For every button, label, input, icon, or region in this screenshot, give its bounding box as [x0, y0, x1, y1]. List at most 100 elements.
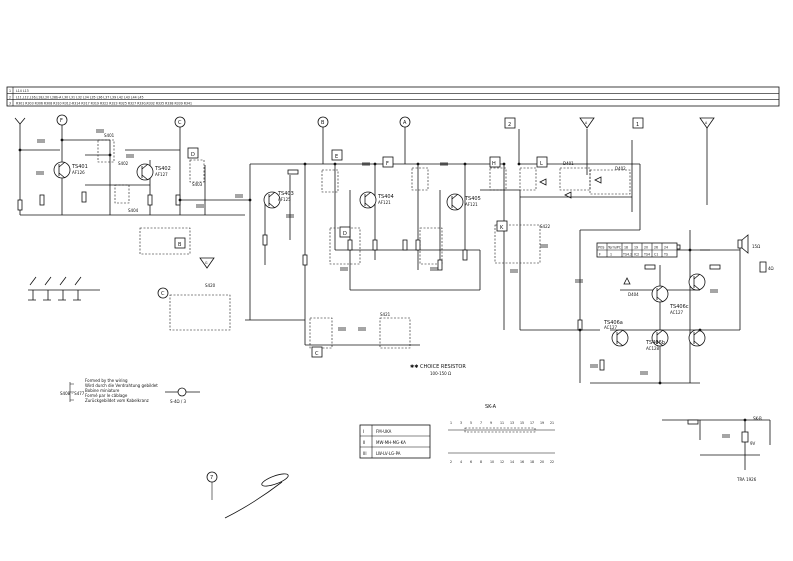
label-s402: S402 — [118, 161, 129, 166]
bt-r0: F — [599, 253, 601, 257]
sw-top-15: 15 — [520, 421, 524, 425]
sw-top-3: 3 — [460, 421, 462, 425]
sk-a-label: SK-A — [485, 404, 497, 410]
node-b-top: B — [321, 120, 325, 126]
component-labels: S401 S402 S403 S404 S420 S421 S422 D401 … — [104, 133, 639, 317]
supply-rail — [250, 129, 641, 330]
bt-r2: TS4.2 — [622, 253, 632, 257]
battery-voltage: 9V — [750, 441, 756, 446]
junctions — [18, 138, 747, 422]
transistor-driver — [688, 273, 706, 291]
sk-b-label: SK-B — [753, 416, 762, 421]
sw-bot-2: 2 — [450, 460, 452, 464]
bt-h4: 20 — [644, 246, 648, 250]
transistor-ts404: TS404 AF121 — [359, 191, 394, 209]
legend-line-1: Formed by the wiring — [85, 378, 128, 383]
sw-bot-14: 14 — [510, 460, 514, 464]
ts403-type: AF125 — [278, 197, 291, 202]
label-d402: D402 — [615, 166, 626, 171]
sw-top-17: 17 — [530, 421, 534, 425]
choice-resistor: CHOICE RESISTOR — [420, 364, 466, 370]
node-a-triangle: A — [585, 121, 588, 125]
sw-bot-18: 18 — [530, 460, 534, 464]
sw-top-21: 21 — [550, 421, 554, 425]
ts406b-type: AC128 — [646, 346, 660, 351]
bt-r3: IC2 — [634, 253, 639, 257]
node-k: K — [500, 225, 504, 231]
node-b-mid: B — [178, 242, 182, 248]
node-markers: F C B A 2 A 1 A D E F H L K B G C C D — [56, 114, 715, 358]
node-c-top: C — [178, 120, 182, 126]
ts406c-type: AC127 — [670, 310, 684, 315]
transistor-output — [688, 329, 706, 347]
node-c-bottom: C — [315, 351, 319, 357]
sw-bot-16: 16 — [520, 460, 524, 464]
ts406a-type: AC127 — [604, 325, 618, 330]
strip-row-1: L14 L13 — [16, 89, 29, 93]
band-switch: SK-A I FM-UKA II MW-MH-MG-KA III LW-LV-L… — [359, 404, 555, 464]
bt-h1: Term/PC — [607, 246, 622, 250]
sw-bot-22: 22 — [550, 460, 554, 464]
legend-line-2: Wird durch die Verdrahtung gebildet — [85, 383, 158, 388]
legend-line-4: Formé par le câblage — [85, 393, 128, 398]
earphone-impedance: 4Ω — [768, 266, 774, 271]
bt-h6: 24 — [664, 246, 668, 250]
legend-ref: S408 - S477 — [60, 391, 85, 396]
node-1-top: 1 — [636, 122, 639, 128]
transistor-ts403: TS403 AF125 — [263, 191, 294, 209]
ts406b-id: TS406b — [645, 340, 665, 346]
bt-h3: 19 — [634, 246, 638, 250]
probe-sketch: 7 — [206, 471, 289, 519]
transistor-ts402: TS402 AF127 — [136, 163, 171, 181]
power-section: 9V SK-B TRA 1926 — [662, 416, 771, 482]
band-3-id: III — [363, 451, 367, 456]
legend-side: S-4Ω / 3 — [170, 399, 186, 404]
node-2-top: 2 — [508, 122, 511, 128]
node-a-right: A — [705, 121, 708, 125]
switch-contacts-top: 1 3 5 7 9 11 13 15 17 19 21 — [450, 421, 554, 425]
ts401-id: TS401 — [71, 164, 88, 170]
strip-row-2: L11,L12,L16,L18,L20 L28b-A L30 L31 L32 L… — [16, 95, 143, 99]
earphone-jack-icon: 4Ω — [759, 261, 774, 273]
node-g: G — [205, 261, 208, 265]
label-s401: S401 — [104, 133, 115, 138]
strip-row-3: R301 R303 R306 R308 R310 R312-R314 R317 … — [16, 102, 192, 106]
node-f-top: F — [60, 118, 63, 124]
transistor-ts401: TS401 AF126 — [53, 161, 88, 179]
node-d-top: D — [191, 152, 195, 158]
node-l: L — [540, 161, 543, 167]
antenna-left — [14, 117, 26, 136]
legend-line-5: Zurückgebildet vom Kabelkranz — [85, 398, 149, 403]
switch-contacts-bottom: 2 4 6 8 10 12 14 16 18 20 22 — [450, 460, 554, 464]
label-s404: S404 — [128, 208, 139, 213]
sw-bot-12: 12 — [500, 460, 504, 464]
strip-row-tag-3: 3 — [9, 102, 11, 106]
sw-top-13: 13 — [510, 421, 514, 425]
sw-top-11: 11 — [500, 421, 504, 425]
choice-resistor-note: ✱✱ CHOICE RESISTOR 100-150 Ω — [410, 364, 466, 376]
choice-star: ✱✱ — [410, 364, 419, 370]
label-s422: S422 — [540, 224, 551, 229]
if-transformers — [97, 139, 631, 349]
sw-top-7: 7 — [480, 421, 482, 425]
speaker-impedance: 15Ω — [752, 244, 760, 249]
transistor-ts405: TS405 AF121 — [446, 193, 481, 211]
ts402-type: AF127 — [155, 172, 168, 177]
band-table: POS Term/PC 18 19 20 26 24 F 1 TS4.2 IC2… — [596, 242, 678, 258]
legend-line-3: Bobine miniature — [85, 388, 120, 393]
ts405-type: AF121 — [465, 202, 478, 207]
label-s403: S403 — [192, 182, 203, 187]
bt-r5: C1 — [654, 253, 658, 257]
node-d: D — [343, 231, 347, 237]
diodes — [539, 176, 631, 285]
speaker-icon: 15Ω — [737, 234, 760, 254]
sw-top-5: 5 — [470, 421, 472, 425]
bt-r4: TS4 — [643, 253, 650, 257]
strip-row-tag-2: 2 — [9, 95, 11, 99]
ts405-id: TS405 — [464, 196, 481, 202]
sw-bot-8: 8 — [480, 460, 482, 464]
reference-strip: 1 2 3 L14 L13 L11,L12,L16,L18,L20 L28b-A… — [6, 86, 780, 107]
sw-top-9: 9 — [490, 421, 492, 425]
ground-lines — [20, 214, 700, 384]
label-d404: D404 — [628, 292, 639, 297]
